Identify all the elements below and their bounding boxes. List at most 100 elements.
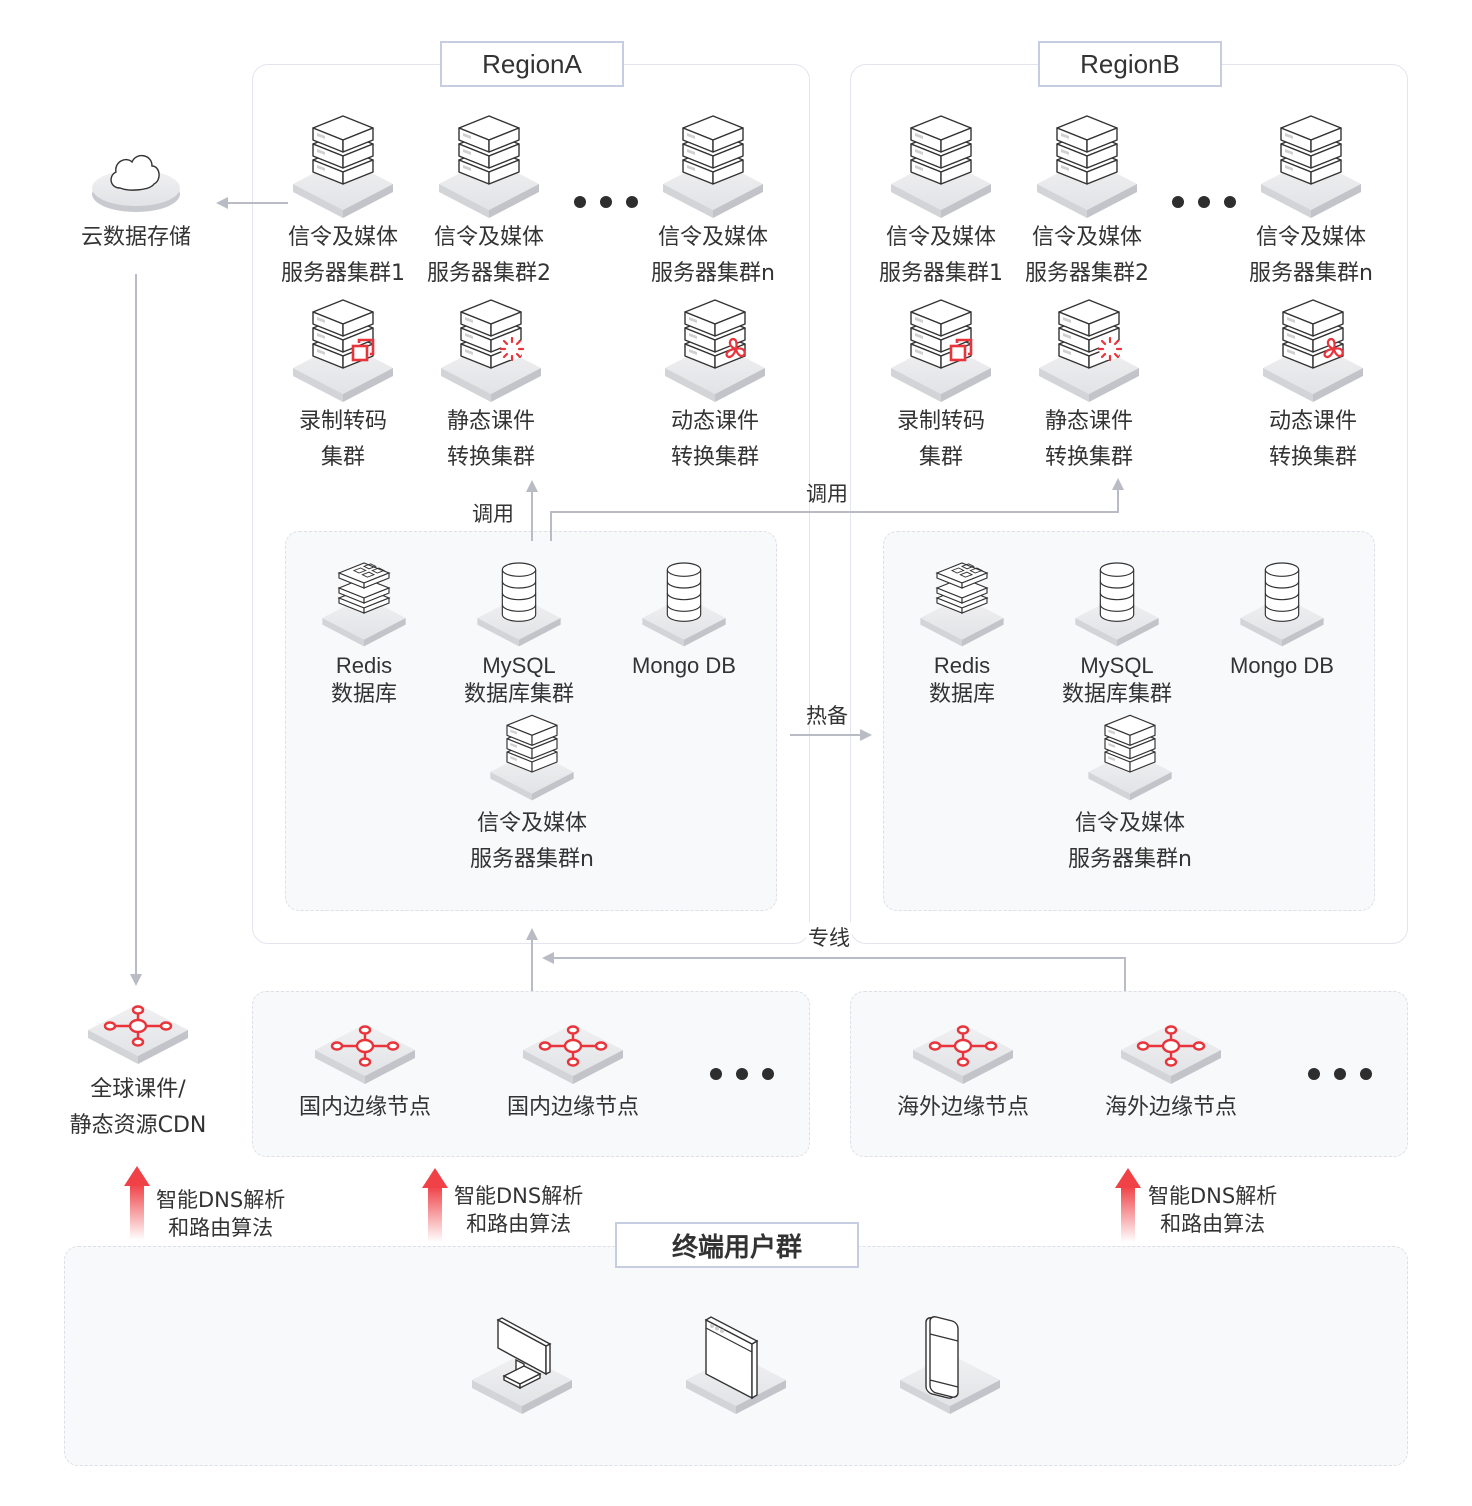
end-users-title: 终端用户群 (615, 1222, 859, 1268)
dns-arrow-2 (428, 1186, 442, 1242)
network-hub-icon (913, 1024, 1013, 1084)
dns-label-3: 智能DNS解析和路由算法 (1148, 1182, 1277, 1238)
region-a-server-cluster-1[interactable]: 信令及媒体服务器集群1 (278, 112, 408, 292)
node-label: 海外边缘节点 (1104, 1095, 1237, 1120)
node-label: 转换集群 (1044, 445, 1133, 470)
more-ellipsis-icon (1172, 196, 1236, 208)
region-a-recording-transcode-cluster[interactable]: 录制转码集群 (278, 296, 408, 476)
node-label: 服务器集群2 (1025, 261, 1149, 286)
node-label: 国内边缘节点 (506, 1095, 639, 1120)
network-hub-icon (523, 1024, 623, 1084)
cloud-icon (92, 155, 180, 212)
server-stack-icon (663, 112, 763, 220)
burst-icon (499, 336, 525, 362)
redis-icon (912, 558, 1012, 648)
region-a-dynamic-courseware-cluster[interactable]: 动态课件转换集群 (650, 296, 780, 476)
node-label: 全球课件/ (90, 1077, 186, 1102)
node-label: 服务器集群n (470, 847, 594, 872)
node-label: 信令及媒体 (287, 225, 398, 250)
domestic-edge-node-2[interactable]: 国内边缘节点 (498, 1024, 648, 1126)
database-icon (634, 558, 734, 648)
redis-icon (314, 558, 414, 648)
domestic-edge-node-1[interactable]: 国内边缘节点 (290, 1024, 440, 1126)
dns-label-2: 智能DNS解析和路由算法 (454, 1182, 583, 1238)
region-a-mongodb[interactable]: Mongo DB (614, 558, 754, 680)
dns-label-line: 和路由算法 (466, 1212, 572, 1236)
cloud-storage[interactable]: 云数据存储 (66, 150, 206, 256)
node-label: MySQL (1080, 653, 1154, 678)
region-b-mongodb[interactable]: Mongo DB (1212, 558, 1352, 680)
region-b-server-cluster-2[interactable]: 信令及媒体服务器集群2 (1022, 112, 1152, 292)
node-label: 数据库集群 (1061, 681, 1172, 706)
node-label: 信令及媒体 (1074, 811, 1185, 836)
node-label: 信令及媒体 (1031, 225, 1142, 250)
mobile-phone-icon (900, 1316, 1000, 1414)
region-b-server-cluster-1[interactable]: 信令及媒体服务器集群1 (876, 112, 1006, 292)
node-label: 信令及媒体 (885, 225, 996, 250)
database-icon (1067, 558, 1167, 648)
node-label: 服务器集群n (651, 261, 775, 286)
server-stack-icon (439, 112, 539, 220)
network-hub-icon (315, 1024, 415, 1084)
dedicated-line-label: 专线 (806, 922, 852, 952)
region-b-server-cluster-n[interactable]: 信令及媒体服务器集群n (1246, 112, 1376, 292)
hot-backup-label: 热备 (806, 704, 848, 728)
region-a-mysql[interactable]: MySQL 数据库集群 (449, 558, 589, 708)
overseas-edge-node-1[interactable]: 海外边缘节点 (888, 1024, 1038, 1126)
region-a-server-cluster-2[interactable]: 信令及媒体服务器集群2 (424, 112, 554, 292)
node-label: 动态课件 (670, 409, 759, 434)
region-b-dynamic-courseware-cluster[interactable]: 动态课件转换集群 (1248, 296, 1378, 476)
desktop-icon (472, 1317, 572, 1414)
database-icon (469, 558, 569, 648)
overseas-edge-node-2[interactable]: 海外边缘节点 (1096, 1024, 1246, 1126)
node-label: Redis (933, 653, 991, 678)
region-a-static-courseware-cluster[interactable]: 静态课件转换集群 (426, 296, 556, 476)
dns-arrow-1 (130, 1184, 144, 1240)
server-stack-icon (1080, 712, 1180, 802)
dns-label-line: 和路由算法 (168, 1216, 274, 1240)
network-hub-icon (88, 1004, 188, 1064)
node-label: 录制转码 (896, 409, 985, 434)
node-label: 录制转码 (298, 409, 387, 434)
server-stack-icon (891, 112, 991, 220)
node-label: 国内边缘节点 (298, 1095, 431, 1120)
region-a-redis[interactable]: Redis 数据库 (304, 558, 424, 708)
dns-label-line: 智能DNS解析 (156, 1188, 286, 1212)
node-label: 服务器集群n (1068, 847, 1192, 872)
region-a-db-server-cluster-n[interactable]: 信令及媒体服务器集群n (464, 712, 600, 878)
node-label: Redis (335, 653, 393, 678)
call-label-b: 调用 (806, 482, 848, 506)
region-b-static-courseware-cluster[interactable]: 静态课件转换集群 (1024, 296, 1154, 476)
node-label: 集群 (918, 445, 963, 470)
browser-window-icon (686, 1316, 786, 1414)
dns-label-line: 和路由算法 (1160, 1212, 1266, 1236)
node-label: 转换集群 (446, 445, 535, 470)
server-stack-icon (293, 112, 393, 220)
node-label: 服务器集群2 (427, 261, 551, 286)
node-label: 转换集群 (1268, 445, 1357, 470)
node-label: Mongo DB (1230, 653, 1334, 678)
node-label: 静态课件 (1044, 409, 1133, 434)
node-label: MySQL (482, 653, 556, 678)
node-label: 信令及媒体 (433, 225, 544, 250)
node-label: 服务器集群1 (879, 261, 1003, 286)
cloud-storage-label: 云数据存储 (80, 225, 191, 250)
node-label: 信令及媒体 (476, 811, 587, 836)
database-icon (1232, 558, 1332, 648)
node-label: Mongo DB (632, 653, 736, 678)
node-label: 服务器集群n (1249, 261, 1373, 286)
node-label: 集群 (320, 445, 365, 470)
dns-label-line: 智能DNS解析 (1148, 1184, 1278, 1208)
server-stack-icon (482, 712, 582, 802)
region-a-server-cluster-n[interactable]: 信令及媒体服务器集群n (648, 112, 778, 292)
node-label: 动态课件 (1268, 409, 1357, 434)
global-cdn[interactable]: 全球课件/静态资源CDN (60, 1004, 216, 1144)
node-label: 信令及媒体 (657, 225, 768, 250)
server-stack-icon (1037, 112, 1137, 220)
region-b-recording-transcode-cluster[interactable]: 录制转码集群 (876, 296, 1006, 476)
node-label: 数据库 (330, 681, 397, 706)
node-label: 数据库集群 (463, 681, 574, 706)
region-b-mysql[interactable]: MySQL 数据库集群 (1047, 558, 1187, 708)
region-b-db-server-cluster-n[interactable]: 信令及媒体服务器集群n (1062, 712, 1198, 878)
